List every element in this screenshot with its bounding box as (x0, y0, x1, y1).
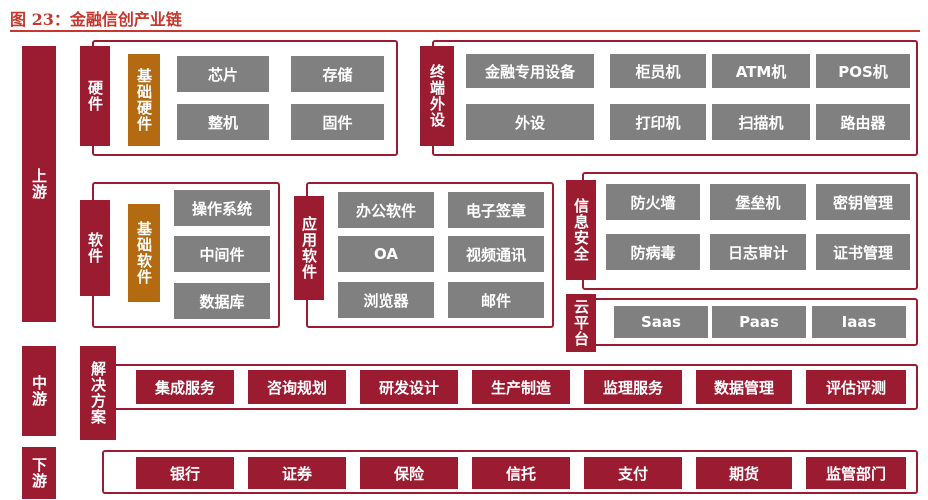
middleware-cell: 中间件 (174, 236, 270, 272)
manufacturing-cell: 生产制造 (472, 370, 570, 404)
iaas-cell: Iaas (812, 306, 906, 338)
pos-cell: POS机 (816, 54, 910, 88)
oa-cell: OA (338, 236, 434, 272)
solutions-label: 解决方案 (80, 346, 116, 440)
chip-cell: 芯片 (177, 56, 269, 92)
supervision-service-cell: 监理服务 (584, 370, 682, 404)
key-management-cell: 密钥管理 (816, 184, 910, 220)
financial-device-cell: 金融专用设备 (466, 54, 594, 88)
e-signature-cell: 电子签章 (448, 192, 544, 228)
bastion-host-cell: 堡垒机 (710, 184, 806, 220)
tier-upstream: 上游 (22, 46, 56, 322)
atm-cell: ATM机 (712, 54, 810, 88)
basic-software-label: 基础软件 (128, 204, 160, 302)
antivirus-cell: 防病毒 (606, 234, 700, 270)
certificate-management-cell: 证书管理 (816, 234, 910, 270)
integration-service-cell: 集成服务 (136, 370, 234, 404)
data-management-cell: 数据管理 (696, 370, 792, 404)
figure-title: 图 23：金融信创产业链 (10, 10, 182, 29)
software-label: 软件 (80, 200, 110, 296)
database-cell: 数据库 (174, 283, 270, 319)
saas-cell: Saas (614, 306, 708, 338)
router-cell: 路由器 (816, 104, 910, 140)
log-audit-cell: 日志审计 (710, 234, 806, 270)
server-cell: 整机 (177, 104, 269, 140)
title-rule (10, 30, 920, 32)
scanner-cell: 扫描机 (712, 104, 810, 140)
video-comm-cell: 视频通讯 (448, 236, 544, 272)
app-software-label: 应用软件 (294, 196, 324, 300)
email-cell: 邮件 (448, 282, 544, 318)
teller-machine-cell: 柜员机 (610, 54, 706, 88)
bank-cell: 银行 (136, 457, 234, 489)
securities-cell: 证券 (248, 457, 346, 489)
office-software-cell: 办公软件 (338, 192, 434, 228)
terminal-label: 终端外设 (420, 46, 454, 146)
tier-downstream: 下游 (22, 447, 56, 499)
regulator-cell: 监管部门 (806, 457, 906, 489)
insurance-cell: 保险 (360, 457, 458, 489)
rd-design-cell: 研发设计 (360, 370, 458, 404)
trust-cell: 信托 (472, 457, 570, 489)
infosec-label: 信息安全 (566, 180, 596, 280)
storage-cell: 存储 (291, 56, 384, 92)
os-cell: 操作系统 (174, 190, 270, 226)
firewall-cell: 防火墙 (606, 184, 700, 220)
evaluation-testing-cell: 评估评测 (806, 370, 906, 404)
payment-cell: 支付 (584, 457, 682, 489)
tier-midstream: 中游 (22, 346, 56, 436)
cloud-label: 云平台 (566, 294, 596, 352)
printer-cell: 打印机 (610, 104, 706, 140)
firmware-cell: 固件 (291, 104, 384, 140)
peripheral-cell: 外设 (466, 104, 594, 140)
consulting-planning-cell: 咨询规划 (248, 370, 346, 404)
browser-cell: 浏览器 (338, 282, 434, 318)
basic-hardware-label: 基础硬件 (128, 54, 160, 146)
futures-cell: 期货 (696, 457, 792, 489)
hardware-label: 硬件 (80, 46, 110, 146)
paas-cell: Paas (712, 306, 806, 338)
